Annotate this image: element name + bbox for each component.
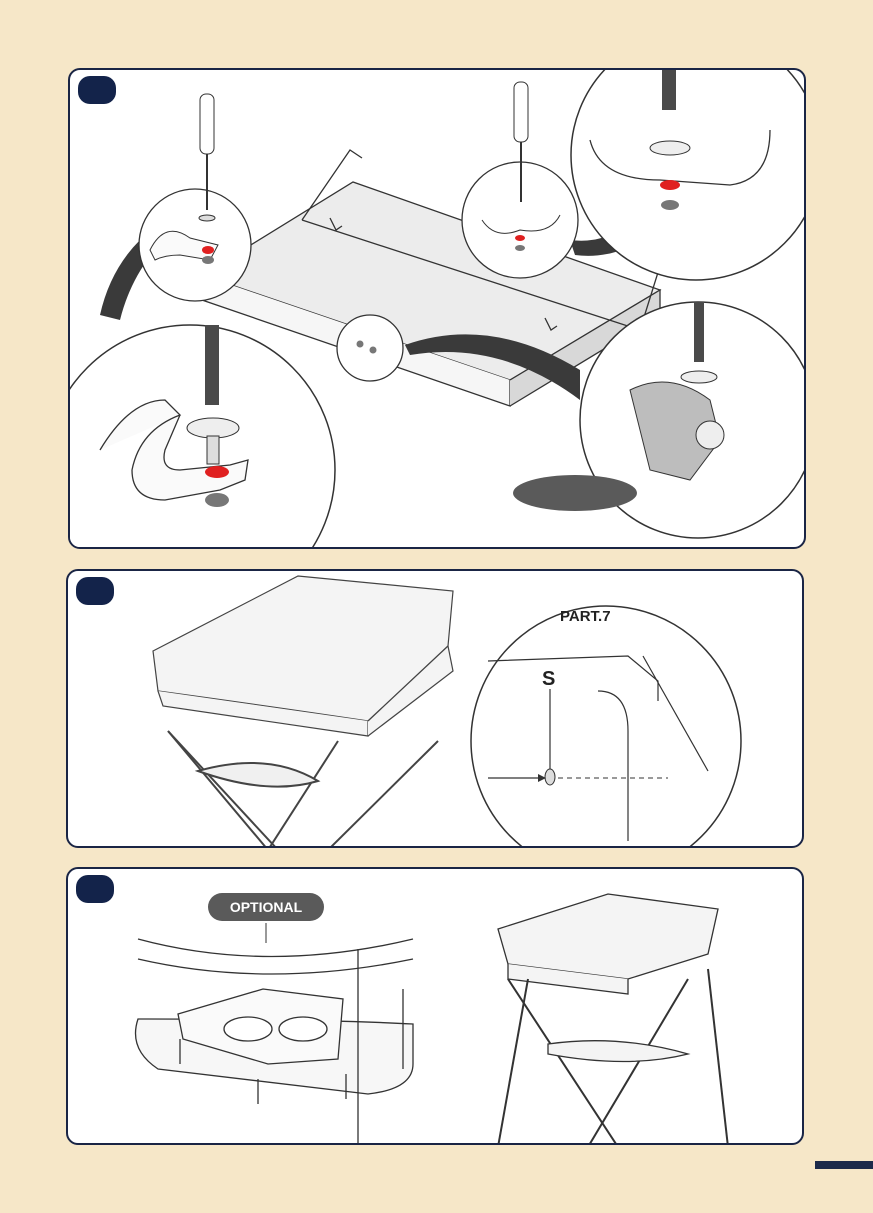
part-label: PART.7 — [560, 608, 611, 625]
screw-icon — [199, 215, 215, 221]
assembly-illustration-1 — [70, 70, 806, 549]
step-number-badge-2 — [76, 577, 114, 605]
screw-icon — [681, 371, 717, 383]
step-panel-3: OPTIONAL — [66, 867, 804, 1145]
screw-icon — [650, 141, 690, 155]
optional-label: OPTIONAL — [230, 899, 303, 915]
screwdriver-icon — [205, 325, 219, 405]
screw-label: S — [542, 668, 555, 690]
page-number-tab — [815, 1161, 873, 1169]
screwdriver-icon — [662, 70, 676, 110]
assembly-illustration-2: PART.7 S — [68, 571, 804, 848]
assembly-illustration-3: OPTIONAL — [68, 869, 804, 1145]
grey-oval-label — [513, 475, 637, 511]
step-number-badge-1 — [78, 76, 116, 104]
step-number-badge-3 — [76, 875, 114, 903]
step-panel-2: PART.7 S — [66, 569, 804, 848]
optional-pill: OPTIONAL — [208, 893, 324, 921]
detail-circle — [471, 606, 741, 848]
changing-table-top — [153, 576, 453, 736]
step-panel-1 — [68, 68, 806, 549]
screwdriver-icon — [694, 302, 704, 362]
assembled-changing-table — [498, 894, 728, 1145]
